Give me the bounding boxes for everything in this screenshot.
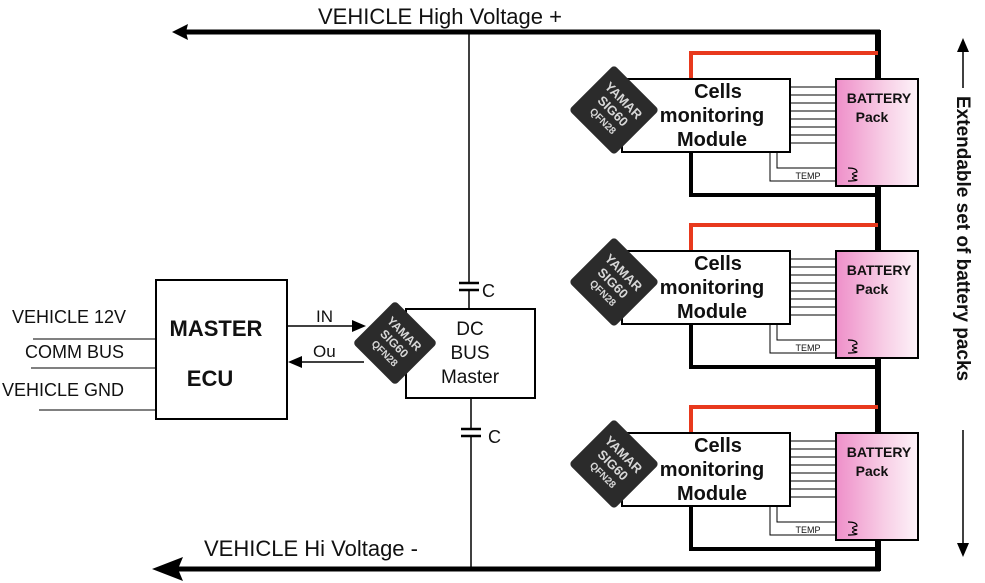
positive-wire bbox=[689, 405, 878, 432]
high-voltage-arrow-icon bbox=[172, 24, 188, 40]
dc-bus-master-line1: DC bbox=[456, 319, 483, 340]
temp-line-a bbox=[776, 324, 848, 341]
low-voltage-arrow-icon bbox=[152, 557, 183, 581]
master-ecu-line1: MASTER bbox=[170, 316, 263, 341]
module-line1: Cells bbox=[694, 253, 742, 275]
module-line1: Cells bbox=[694, 81, 742, 103]
input-comm-bus: COMM BUS bbox=[25, 342, 124, 362]
input-vehicle-12v: VEHICLE 12V bbox=[12, 307, 126, 327]
dc-bus-master-line3: Master bbox=[441, 367, 500, 388]
battery-pack-label: Pack bbox=[856, 463, 889, 479]
master-ecu-box bbox=[155, 279, 288, 420]
battery-label: BATTERY bbox=[847, 262, 912, 278]
in-label: IN bbox=[316, 307, 333, 326]
dc-bus-master-line2: BUS bbox=[450, 343, 489, 364]
temp-line-b bbox=[769, 506, 848, 536]
module-line2: monitoring bbox=[660, 105, 764, 127]
out-arrow-icon bbox=[288, 356, 302, 368]
thermistor-icon bbox=[847, 167, 858, 182]
low-voltage-label: VEHICLE Hi Voltage - bbox=[204, 536, 418, 561]
thermistor-icon bbox=[847, 521, 858, 536]
temp-label: TEMP bbox=[795, 171, 820, 181]
dc-bus-master-box bbox=[405, 308, 536, 399]
module-line2: monitoring bbox=[660, 459, 764, 481]
module-line3: Module bbox=[677, 129, 747, 151]
capacitor-top-label: C bbox=[482, 281, 495, 301]
battery-label: BATTERY bbox=[847, 90, 912, 106]
side-label: Extendable set of battery packs bbox=[952, 96, 973, 381]
thermistor-icon bbox=[847, 339, 858, 354]
high-voltage-label: VEHICLE High Voltage + bbox=[318, 4, 562, 29]
module-line2: monitoring bbox=[660, 277, 764, 299]
battery-pack-label: Pack bbox=[856, 109, 889, 125]
capacitor-bottom-label: C bbox=[488, 427, 501, 447]
negative-wire bbox=[689, 507, 878, 551]
chip-body bbox=[570, 66, 658, 154]
positive-wire bbox=[689, 51, 878, 78]
side-arrow-down-icon bbox=[957, 543, 969, 557]
positive-wire bbox=[689, 223, 878, 250]
master-ecu-line2: ECU bbox=[187, 366, 233, 391]
chip-body bbox=[570, 238, 658, 326]
negative-wire bbox=[689, 325, 878, 369]
battery-pack-label: Pack bbox=[856, 281, 889, 297]
temp-line-a bbox=[776, 152, 848, 169]
module-line3: Module bbox=[677, 483, 747, 505]
out-label: Ou bbox=[313, 342, 336, 361]
temp-label: TEMP bbox=[795, 525, 820, 535]
temp-label: TEMP bbox=[795, 343, 820, 353]
temp-line-a bbox=[776, 506, 848, 523]
chip-body bbox=[570, 420, 658, 508]
battery-label: BATTERY bbox=[847, 444, 912, 460]
module-line1: Cells bbox=[694, 435, 742, 457]
temp-line-b bbox=[769, 152, 848, 182]
input-vehicle-gnd: VEHICLE GND bbox=[2, 380, 124, 400]
in-arrow-icon bbox=[352, 320, 366, 332]
temp-line-b bbox=[769, 324, 848, 354]
side-arrow-up-icon bbox=[957, 38, 969, 52]
negative-wire bbox=[689, 153, 878, 197]
yamar-chip-master: YAMAR SIG60 QFN28 bbox=[352, 300, 438, 386]
module-line3: Module bbox=[677, 301, 747, 323]
